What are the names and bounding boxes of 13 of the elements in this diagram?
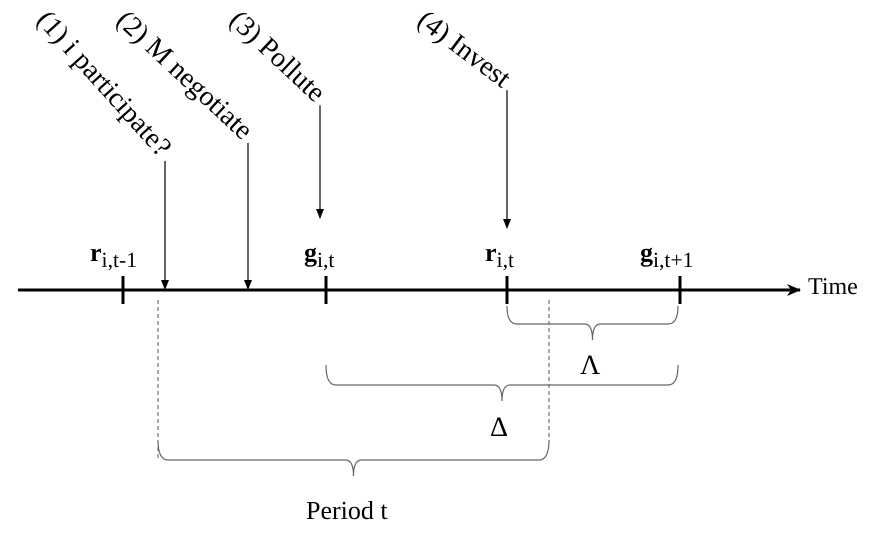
arrow xyxy=(161,160,169,290)
arrow xyxy=(244,142,252,290)
period-label: Period t xyxy=(306,498,388,524)
tick-label: g$_{i,t}$ xyxy=(304,240,334,272)
tick-label: r$_{i,t}$ xyxy=(485,240,514,272)
interval-symbol: Δ xyxy=(490,414,508,442)
interval-symbol: Λ xyxy=(580,352,600,380)
tick-label: r$_{i,t-1}$ xyxy=(90,240,138,272)
arrow xyxy=(316,105,324,219)
arrow xyxy=(503,90,511,229)
axis-label: Time xyxy=(808,275,858,299)
time-axis xyxy=(18,284,801,296)
tick-label: g$_{i,t+1}$ xyxy=(640,240,694,272)
